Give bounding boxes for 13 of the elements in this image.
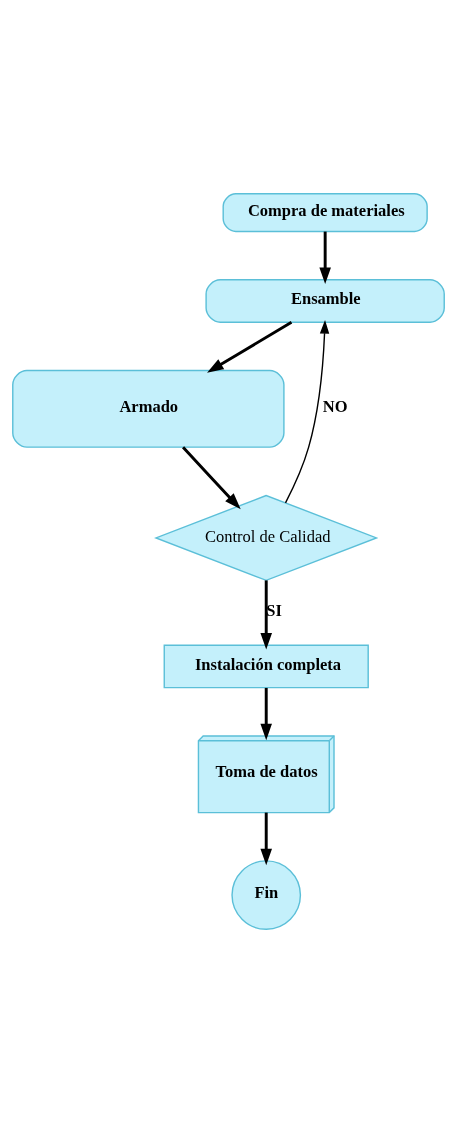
arrow xyxy=(207,320,293,373)
node-circle: Fin xyxy=(231,859,302,930)
node-box: Compra de materiales xyxy=(222,192,428,232)
arrow xyxy=(319,231,331,284)
arrow xyxy=(284,319,330,504)
arrow xyxy=(260,812,272,865)
node-box: Instalación completa xyxy=(163,644,369,688)
edge-label: NO xyxy=(322,396,348,416)
node-box: Ensamble xyxy=(205,278,445,323)
arrow xyxy=(260,687,272,740)
arrow xyxy=(260,579,272,650)
arrow xyxy=(182,445,241,509)
node-box: Armado xyxy=(12,369,285,448)
